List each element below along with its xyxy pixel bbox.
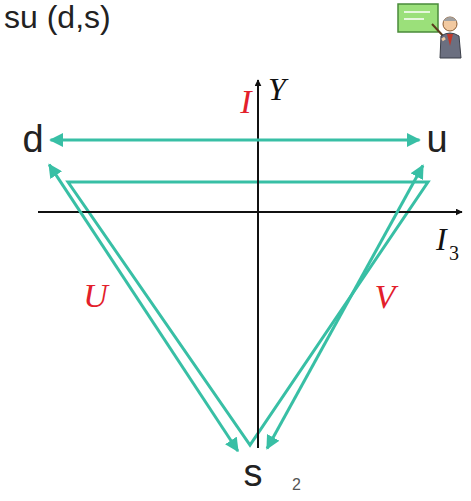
quark-node: d [18,117,47,163]
teacher-clipart [398,4,461,58]
quark-label: s [244,454,263,494]
operator-label: U [83,277,108,314]
quark-label: d [22,120,43,160]
transition-arrow [267,166,423,449]
operator-label: I [240,83,251,120]
y-axis [257,80,259,448]
transition-arrow [51,138,420,141]
page-number: 2 [292,476,301,494]
axis-subscript: 3 [449,242,459,264]
operator-label: V [375,278,396,315]
quark-label: u [426,120,447,160]
axis-label: I [436,222,447,257]
transition-arrow [49,165,238,451]
quark-node: s [240,451,267,497]
quark-node: u [422,117,451,163]
triplet-triangle [68,182,428,445]
axis-label: Y [268,72,286,107]
slide-heading: su (d,s) [4,0,111,35]
